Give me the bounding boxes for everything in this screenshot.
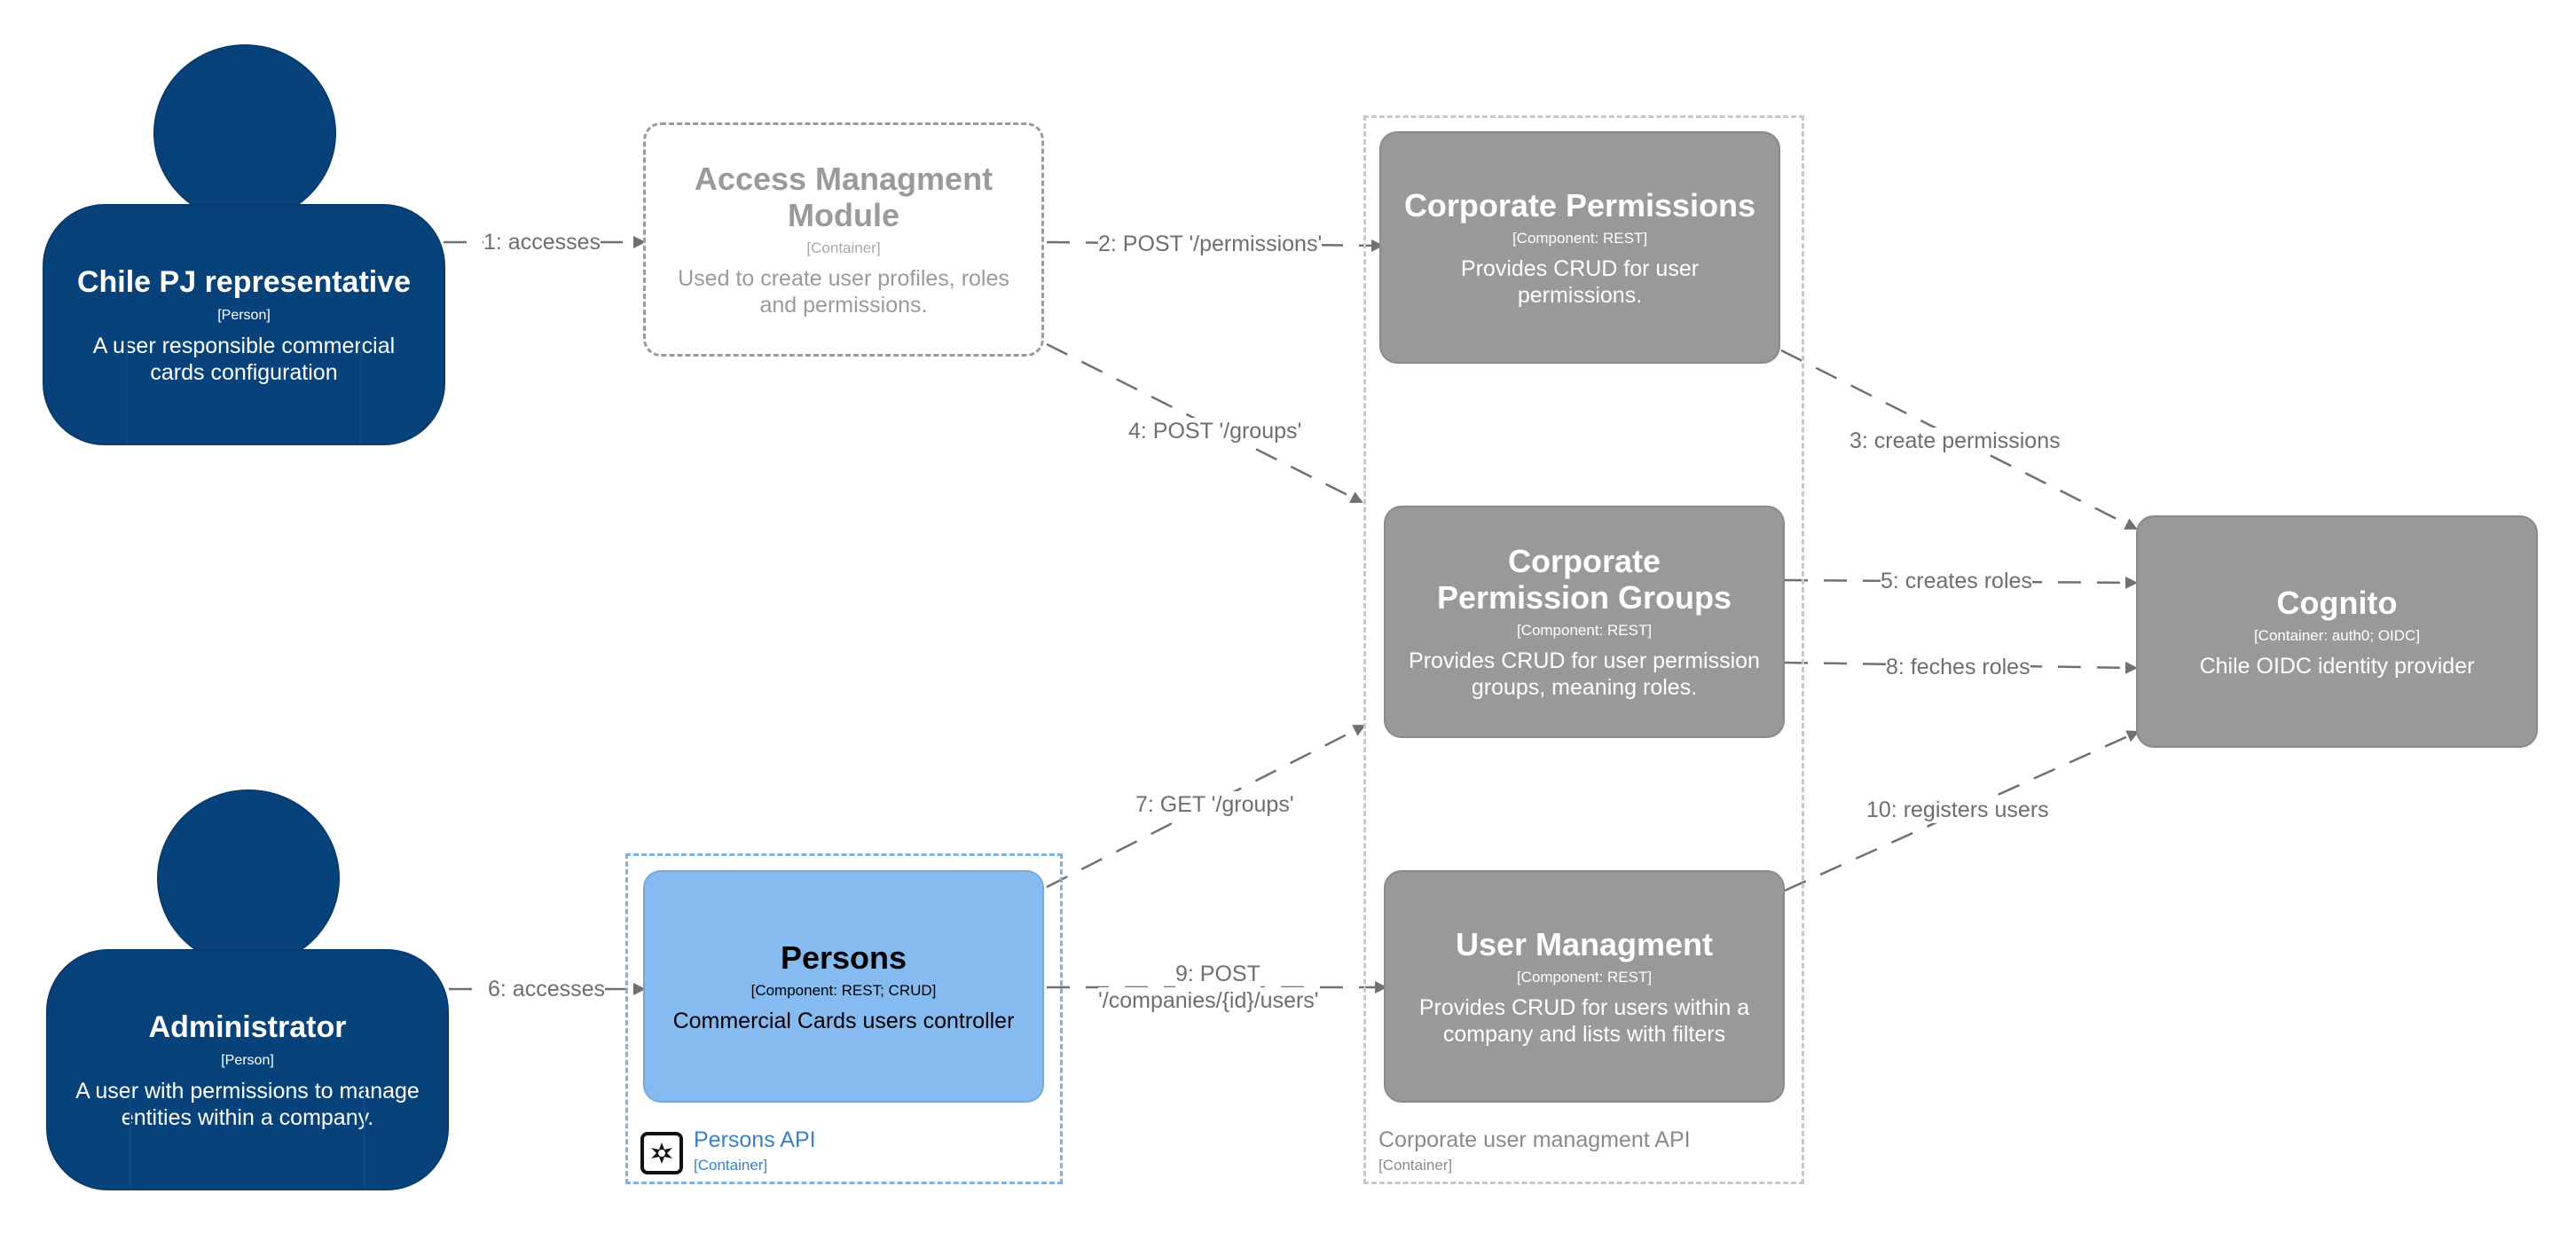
edge-label-1: 1: accesses	[483, 229, 601, 255]
component-name: Corporate Permission Groups	[1436, 543, 1732, 616]
cognito-container[interactable]: Cognito [Container: auth0; OIDC] Chile O…	[2136, 515, 2538, 748]
edge-label-9-line1: 9: POST	[1175, 961, 1261, 987]
person-administrator[interactable]: Administrator [Person] A user with permi…	[46, 949, 449, 1190]
edge-label-9-line2: '/companies/{id}/users'	[1098, 987, 1319, 1014]
container-type: [Container]	[806, 240, 881, 256]
component-description: Provides CRUD for user permission groups…	[1409, 648, 1760, 700]
component-type: [Component: REST]	[1516, 622, 1653, 639]
edge-label-4: 4: POST '/groups'	[1128, 418, 1302, 444]
boundary-type: [Container]	[1378, 1157, 1453, 1174]
corporate-user-managment-api-boundary: Corporate user managment API [Container]	[1363, 115, 1804, 1184]
edge-label-7: 7: GET '/groups'	[1135, 791, 1294, 818]
component-description: Provides CRUD for users within a company…	[1418, 994, 1750, 1047]
edge-label-6: 6: accesses	[488, 976, 606, 1002]
corporate-permissions-component[interactable]: Corporate Permissions [Component: REST] …	[1379, 131, 1780, 364]
person-description: A user responsible commercial cards conf…	[92, 333, 396, 385]
person-head-admin	[157, 789, 340, 967]
edge-label-3: 3: create permissions	[1850, 428, 2061, 454]
edge-label-10: 10: registers users	[1866, 797, 2049, 823]
container-name: Access Managment Module	[694, 161, 993, 233]
access-managment-module[interactable]: Access Managment Module [Container] Used…	[643, 122, 1044, 357]
container-name: Cognito	[2276, 584, 2398, 621]
boundary-type: [Container]	[694, 1157, 768, 1174]
persons-api-boundary: Persons API [Container]	[625, 853, 1063, 1184]
component-description: Provides CRUD for user permissions.	[1460, 255, 1700, 308]
person-type: [Person]	[221, 1052, 274, 1068]
component-type: [Component: REST]	[1516, 968, 1653, 986]
person-name: Administrator	[148, 1009, 347, 1044]
component-name: Corporate Permissions	[1403, 186, 1756, 224]
person-type: [Person]	[217, 307, 271, 323]
edge-label-8: 8: feches roles	[1886, 654, 2030, 680]
persons-component[interactable]: Persons [Component: REST; CRUD] Commerci…	[643, 870, 1044, 1103]
user-managment-component[interactable]: User Managment [Component: REST] Provide…	[1384, 870, 1785, 1103]
boundary-label: Corporate user managment API	[1378, 1127, 1691, 1152]
component-description: Commercial Cards users controller	[672, 1008, 1015, 1033]
edge-label-5: 5: creates roles	[1881, 568, 2032, 594]
container-description: Used to create user profiles, roles and …	[678, 266, 1009, 318]
component-type: [Component: REST; CRUD]	[750, 981, 937, 999]
component-name: User Managment	[1455, 925, 1714, 962]
container-description: Chile OIDC identity provider	[2199, 653, 2475, 679]
container-type: [Container: auth0; OIDC]	[2253, 626, 2421, 644]
component-name: Persons	[780, 938, 907, 976]
edge-label-2: 2: POST '/permissions'	[1098, 231, 1323, 257]
person-head-chile-rep	[153, 44, 336, 222]
person-chile-pj-representative[interactable]: Chile PJ representative [Person] A user …	[43, 204, 445, 445]
component-type: [Component: REST]	[1512, 229, 1648, 247]
edge-10-registers-users	[1784, 730, 2140, 892]
boundary-label: Persons API	[694, 1127, 816, 1152]
person-description: A user with permissions to manage entiti…	[75, 1078, 420, 1130]
person-name: Chile PJ representative	[76, 264, 412, 299]
aws-lambda-icon	[640, 1132, 683, 1174]
corporate-permission-groups-component[interactable]: Corporate Permission Groups [Component: …	[1384, 506, 1785, 738]
